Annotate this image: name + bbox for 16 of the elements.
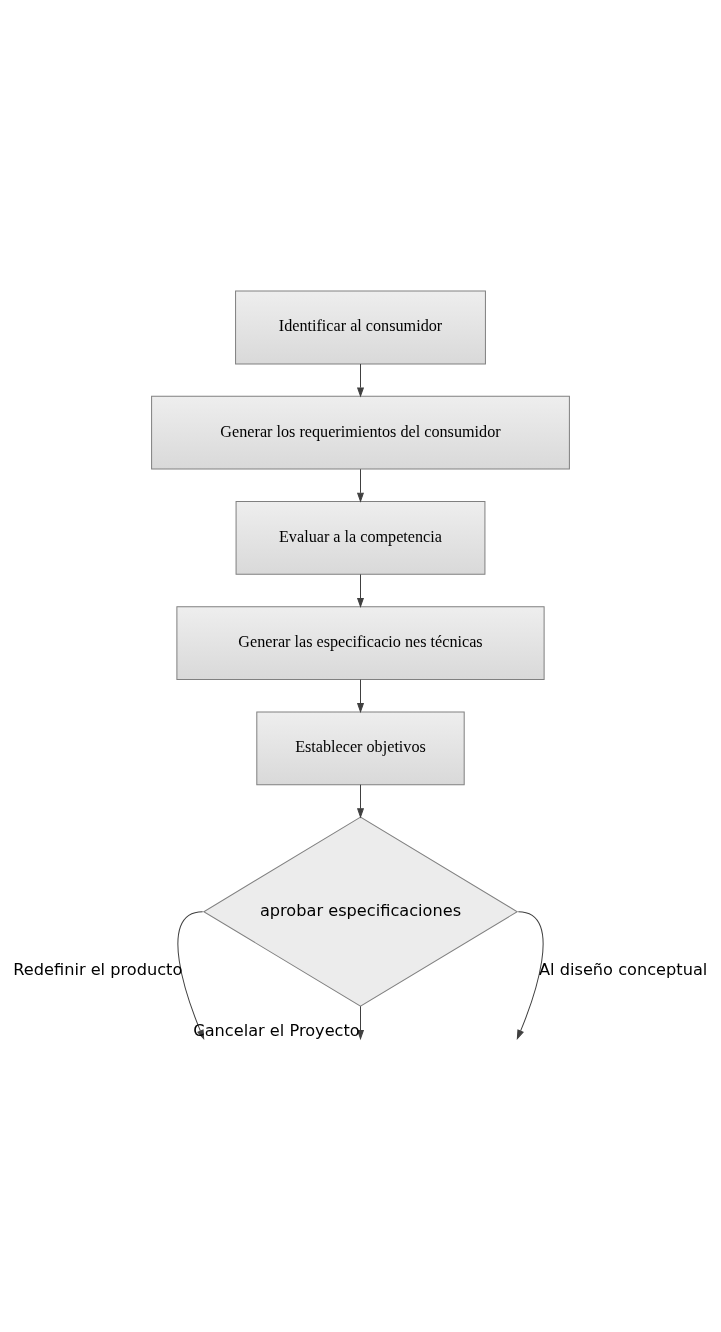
node-box: Identificar al consumidor bbox=[235, 290, 486, 365]
node-diamond: aprobar especificaciones bbox=[202, 816, 519, 1007]
node-box: Evaluar a la competencia bbox=[235, 500, 486, 575]
arrow bbox=[356, 468, 365, 503]
arrow bbox=[356, 573, 365, 609]
arrow bbox=[356, 784, 365, 819]
edge-label: Redefinir el producto bbox=[13, 960, 183, 980]
node-box: Establecer objetivos bbox=[256, 711, 465, 786]
arrow bbox=[516, 911, 544, 1040]
arrow bbox=[356, 363, 365, 398]
node-box: Generar las especificacio nes técnicas bbox=[176, 606, 545, 681]
arrow bbox=[356, 1005, 365, 1041]
edge-label: Al diseño conceptual bbox=[539, 960, 708, 980]
node-box: Generar los requerimientos del consumidor bbox=[151, 395, 570, 470]
edge-label: Cancelar el Proyecto bbox=[193, 1020, 360, 1040]
arrow bbox=[356, 679, 365, 714]
